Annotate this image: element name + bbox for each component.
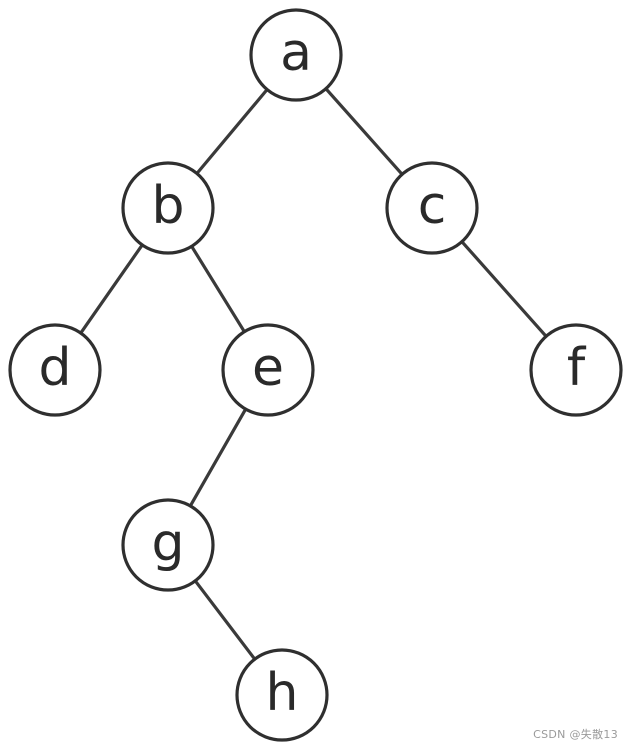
node-circle-b [121,161,215,255]
node-label-d: d [38,338,71,398]
node-label-e: e [252,338,284,398]
node-circle-a [249,8,343,102]
edge-c-f [460,240,548,338]
node-label-a: a [280,23,312,83]
edges-layer [79,87,548,661]
edge-b-d [79,243,144,335]
node-label-b: b [151,176,184,236]
tree-node-b: b [121,161,215,255]
node-circle-f [529,323,623,417]
tree-node-e: e [221,323,315,417]
node-circle-g [121,498,215,592]
nodes-layer: a b c d e f g h [8,8,623,742]
node-circle-d [8,323,102,417]
tree-node-a: a [249,8,343,102]
edge-a-b [195,87,269,176]
node-label-g: g [151,513,184,573]
watermark-text: CSDN @失散13 [533,728,618,741]
node-circle-c [385,161,479,255]
tree-node-d: d [8,323,102,417]
tree-node-h: h [235,648,329,742]
tree-node-g: g [121,498,215,592]
tree-node-f: f [529,323,623,417]
node-circle-e [221,323,315,417]
edge-a-c [324,87,404,176]
edge-e-g [188,407,248,508]
edge-g-h [193,579,257,661]
edge-b-e [190,244,246,334]
tree-node-c: c [385,161,479,255]
node-label-f: f [567,338,587,398]
node-label-h: h [266,663,299,723]
node-label-c: c [418,176,447,236]
node-circle-h [235,648,329,742]
